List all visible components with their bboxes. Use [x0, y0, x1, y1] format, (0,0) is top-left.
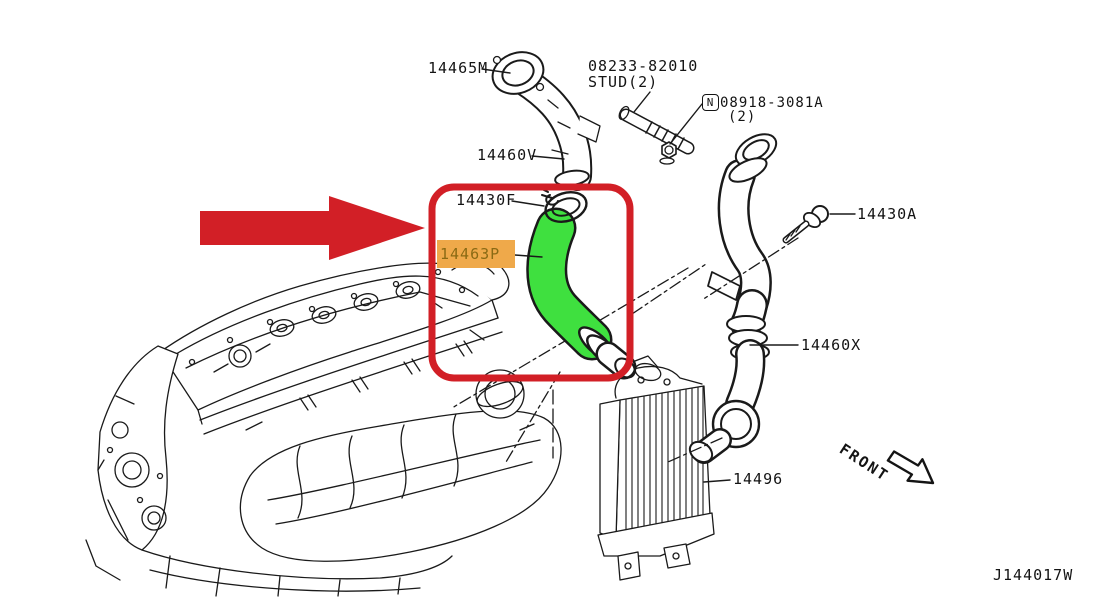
part-label-14460v: 14460V: [477, 146, 538, 164]
intercooler-14496: [597, 355, 715, 581]
outlet-tube-14460x: [688, 133, 778, 464]
part-label-14430f: 14430F: [456, 191, 517, 209]
part-label-14496: 14496: [733, 470, 784, 488]
nut-number: 08918-3081A: [720, 95, 824, 111]
part-label-14430a: 14430A: [857, 205, 918, 223]
drawing-code: J144017W: [993, 566, 1074, 584]
part-label-stud-number: 08233-82010: [588, 57, 699, 75]
part-label-nut-qty: (2): [728, 109, 757, 125]
part-label-stud-name: STUD(2): [588, 73, 659, 91]
engine-line-art: [85, 253, 562, 597]
front-direction-arrow: [886, 450, 935, 485]
part-label-14465m: 14465M: [428, 59, 489, 77]
center-lines: [451, 237, 799, 463]
part-label-14463p-highlighted: 14463P: [437, 240, 515, 268]
inlet-tube-14460v: [491, 51, 601, 191]
highlight-arrow: [200, 196, 425, 260]
part-label-14460x: 14460X: [801, 336, 862, 354]
highlight-box: [428, 183, 634, 382]
bolt-14430a: [782, 205, 829, 244]
hose-14463p-highlighted: [526, 207, 637, 380]
stud-08233: [618, 105, 695, 155]
nut-08918: [659, 141, 677, 165]
leader-lines: [481, 68, 856, 483]
nut-prefix-badge: N: [702, 94, 719, 111]
